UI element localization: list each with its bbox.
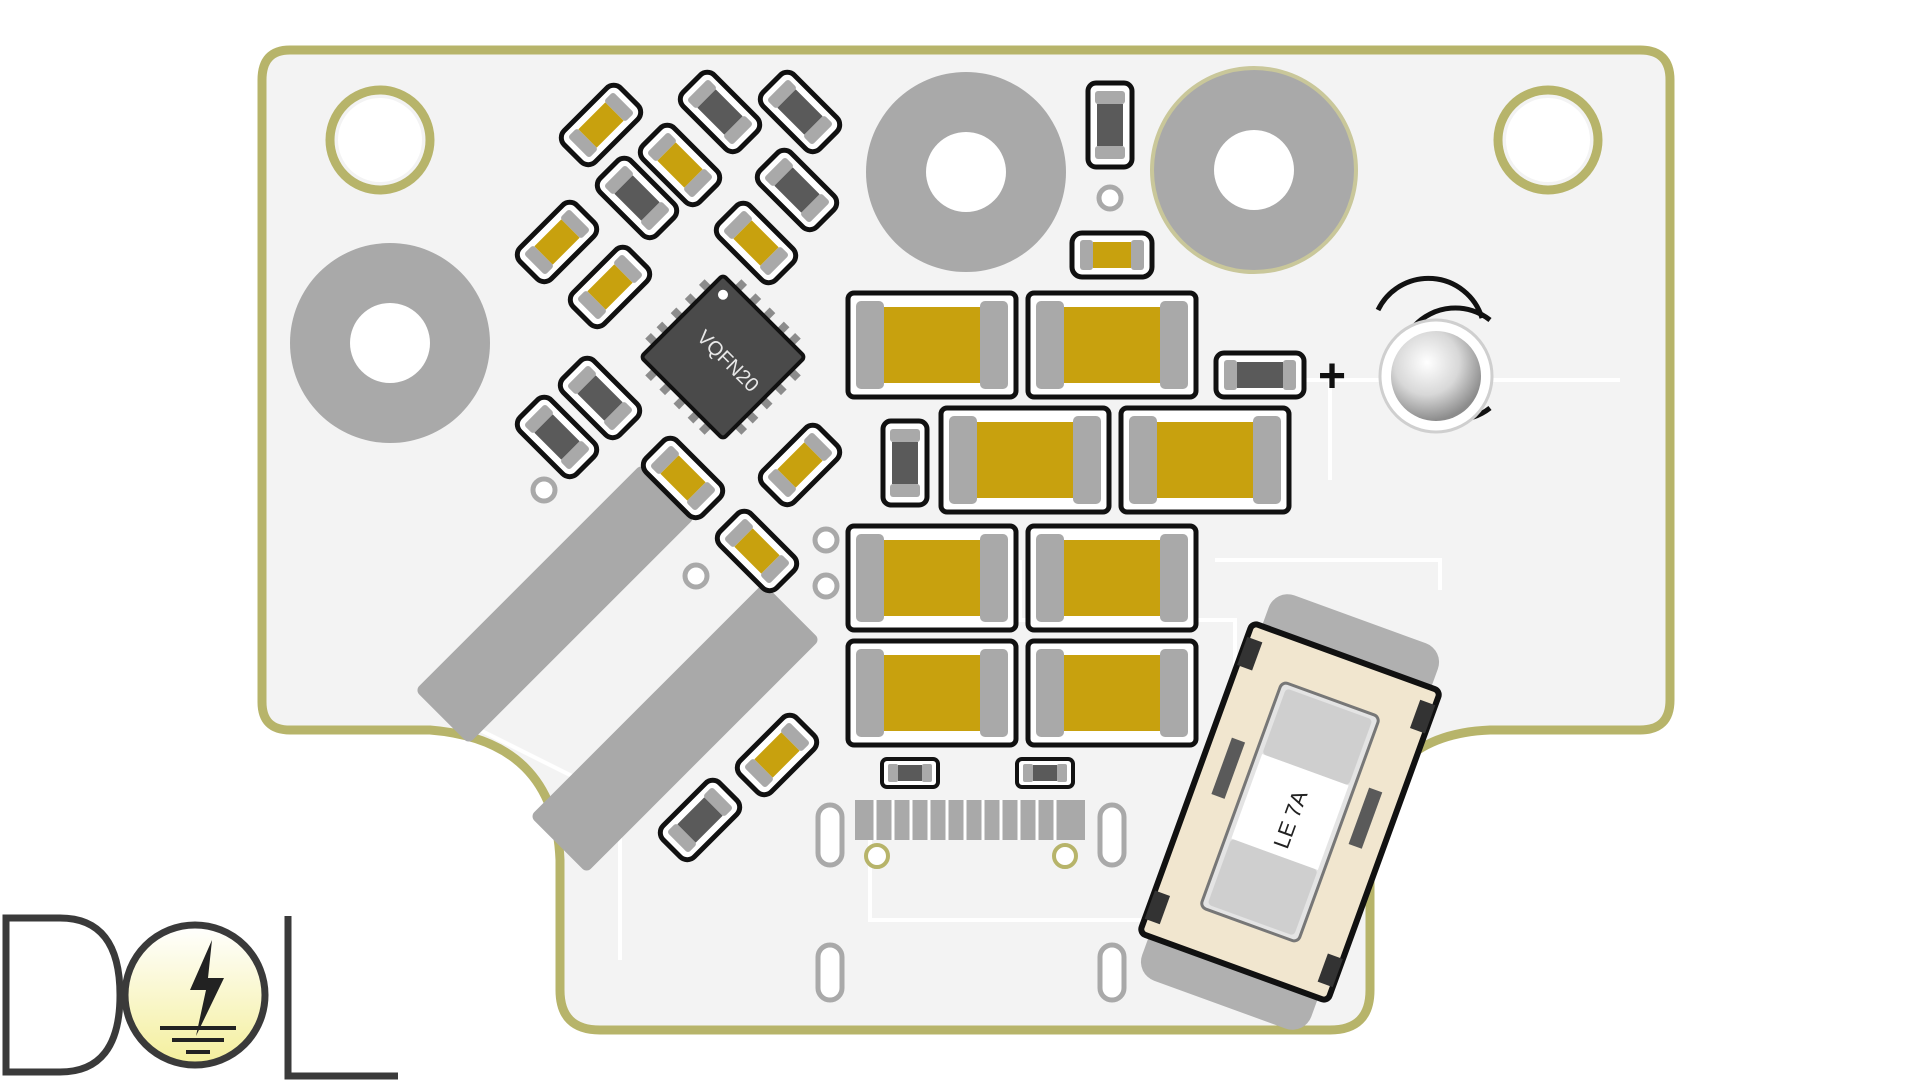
through-hole-pad-left	[290, 243, 490, 443]
capacitor-large	[845, 290, 1019, 400]
resistor-tiny	[1015, 757, 1075, 789]
vias	[530, 184, 1124, 600]
mounting-hole-top-left	[325, 85, 435, 195]
resistor-small	[1085, 80, 1135, 170]
resistor-tiny	[880, 757, 940, 789]
capacitor-small	[757, 422, 843, 508]
ground-symbol-icon	[160, 1026, 236, 1054]
power-pad-lower	[532, 585, 818, 871]
capacitor-large	[1118, 405, 1292, 515]
resistor-small	[1213, 350, 1307, 400]
logo-letter-o	[121, 921, 269, 1069]
vqfn20-ic	[640, 274, 806, 440]
capacitor-small	[734, 712, 820, 798]
capacitor-large	[1025, 290, 1199, 400]
capacitor-large	[845, 523, 1019, 633]
through-hole-pad-top-right	[1150, 66, 1358, 274]
through-hole-pad-top-center	[866, 72, 1066, 272]
capacitor-small	[558, 82, 644, 168]
capacitor-small	[640, 435, 726, 521]
resistor-small	[594, 155, 680, 241]
resistor-small	[514, 394, 600, 480]
capacitor-large	[938, 405, 1112, 515]
power-pad-upper	[417, 466, 693, 742]
capacitor-small	[1069, 230, 1155, 280]
capacitor-small	[514, 199, 600, 285]
capacitor-small	[714, 508, 800, 594]
resistor-small	[557, 355, 643, 441]
logo-letter-d	[2, 914, 124, 1076]
logo-letter-l	[284, 916, 398, 1080]
polarity-plus-label: +	[1318, 350, 1346, 403]
fuse-holder	[1138, 594, 1442, 1030]
capacitor-large	[1025, 523, 1199, 633]
connector-footprint	[815, 800, 1127, 1003]
capacitor-small	[637, 122, 723, 208]
lightning-bolt-icon	[190, 940, 224, 1036]
dol-logo	[2, 914, 398, 1080]
capacitor-small	[567, 244, 653, 330]
capacitor-large	[845, 638, 1019, 748]
mounting-hole-top-right	[1493, 85, 1603, 195]
capacitor-large	[1025, 638, 1199, 748]
status-led	[1375, 275, 1494, 434]
resistor-small	[757, 69, 843, 155]
resistor-small	[677, 69, 763, 155]
resistor-small	[880, 418, 930, 508]
resistor-small	[754, 147, 840, 233]
resistor-small	[657, 777, 743, 863]
capacitor-small	[713, 200, 799, 286]
